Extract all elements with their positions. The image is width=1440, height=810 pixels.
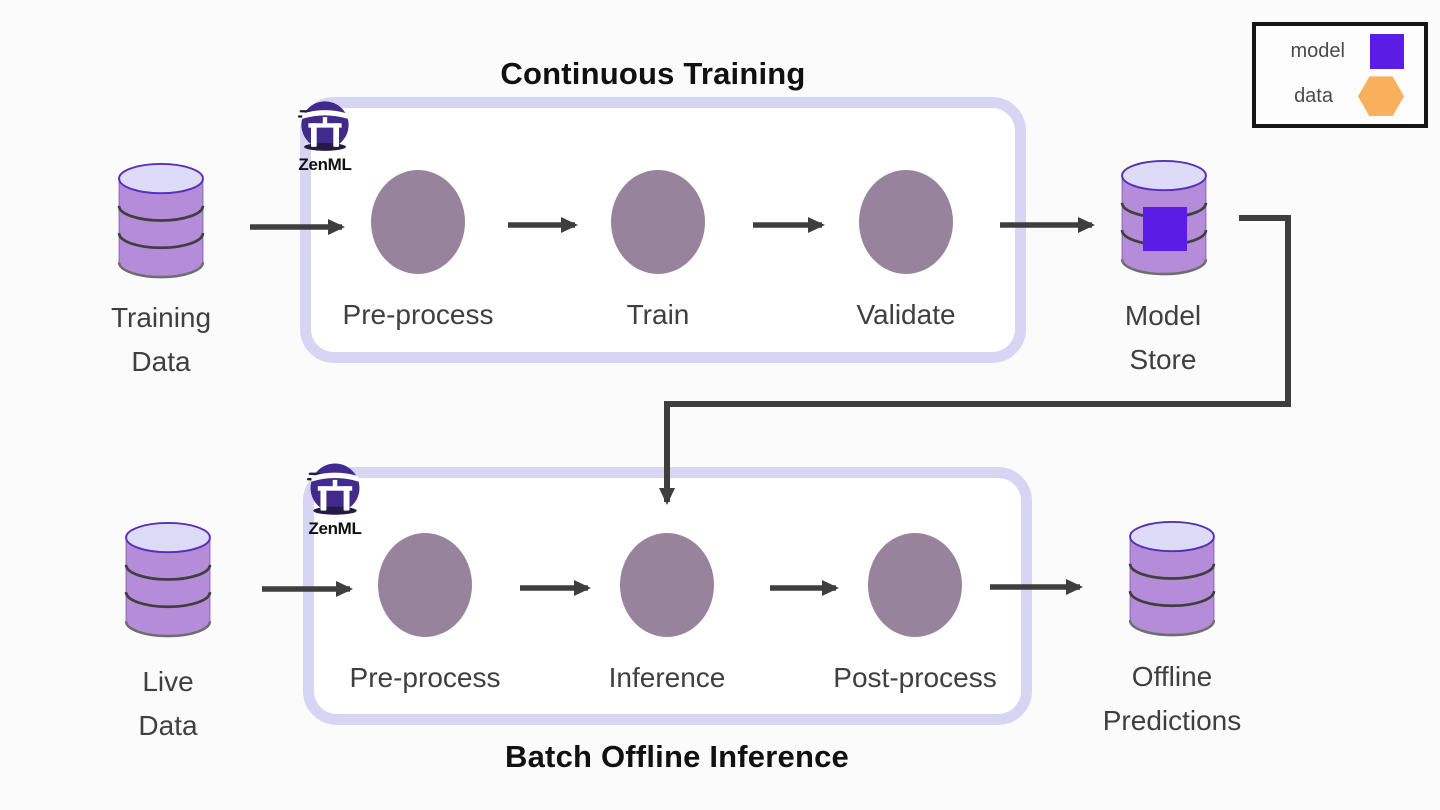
training-step-preprocess-label: Pre-process xyxy=(342,299,494,330)
zenml-brand-top: ZenML xyxy=(289,96,361,175)
training-pipeline-title: Continuous Training xyxy=(500,56,806,91)
training-step-train-label: Train xyxy=(626,299,690,330)
legend-model-label: model xyxy=(1290,39,1345,62)
data-hexagon-icon xyxy=(1358,76,1404,117)
inference-step-postprocess-node xyxy=(868,533,962,637)
inference-step-inference-label: Inference xyxy=(608,662,726,693)
legend-row-model: model xyxy=(1256,33,1424,69)
model-store-label: Model Store xyxy=(1124,300,1202,375)
training-step-validate-node xyxy=(859,170,953,274)
live-data-label: Live Data xyxy=(138,666,198,741)
legend-box: model data xyxy=(1252,22,1428,128)
offline-predictions-label: Offline Predictions xyxy=(1102,661,1242,736)
training-data-database-icon xyxy=(117,162,205,279)
model-square-icon xyxy=(1143,207,1187,251)
legend-data-label: data xyxy=(1294,84,1333,107)
zenml-brand-bottom-label: ZenML xyxy=(308,519,362,538)
training-data-label: Training Data xyxy=(110,302,212,377)
zenml-brand-bottom: ZenML xyxy=(299,458,371,539)
zenml-logo-icon xyxy=(297,101,349,151)
inference-step-postprocess-label: Post-process xyxy=(833,662,997,693)
live-data-database-icon xyxy=(124,521,212,638)
training-step-preprocess-node xyxy=(371,170,465,274)
legend-row-data: data xyxy=(1256,76,1424,117)
training-step-train-node xyxy=(611,170,705,274)
zenml-logo-icon xyxy=(306,463,360,515)
inference-pipeline-title: Batch Offline Inference xyxy=(505,739,849,774)
offline-predictions-database-icon xyxy=(1128,520,1216,637)
inference-step-inference-node xyxy=(620,533,714,637)
inference-step-preprocess-node xyxy=(378,533,472,637)
zenml-brand-top-label: ZenML xyxy=(298,155,352,174)
training-step-validate-label: Validate xyxy=(856,299,956,330)
model-square-icon xyxy=(1370,33,1404,69)
inference-step-preprocess-label: Pre-process xyxy=(349,662,501,693)
